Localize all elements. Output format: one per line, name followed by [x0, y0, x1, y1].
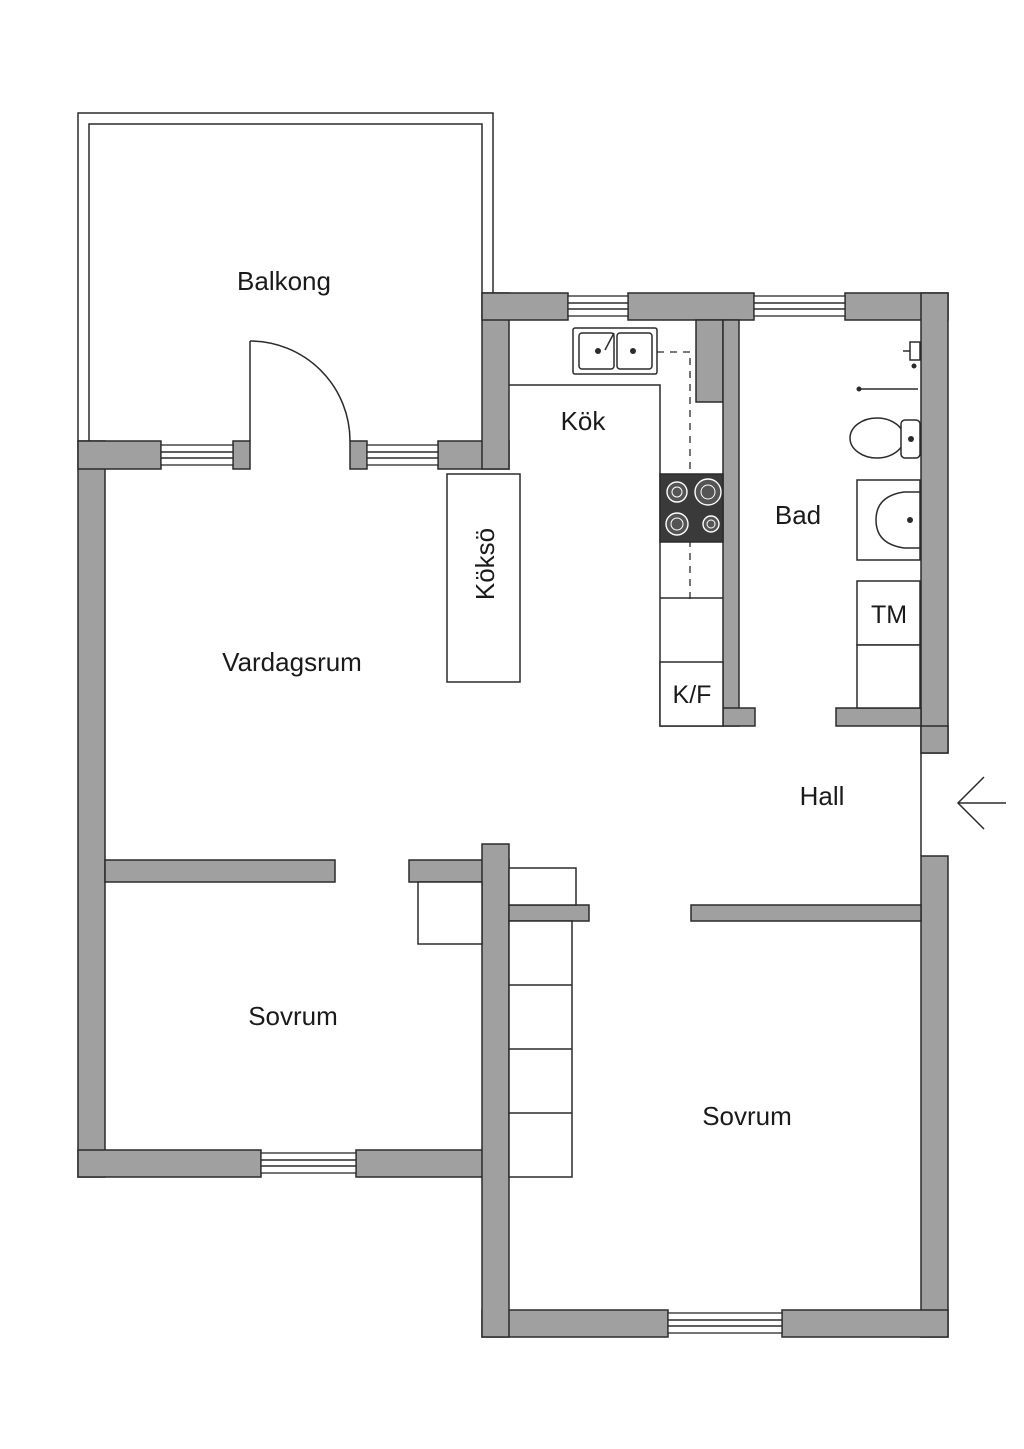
balcony: [77, 112, 494, 441]
wall-kitchen-bath-stub: [722, 707, 756, 727]
closets: [417, 867, 577, 1178]
washbasin: [856, 479, 921, 561]
bedroom-right-label: Sovrum: [702, 1101, 792, 1131]
balcony-door: [249, 340, 351, 442]
wall-north-living-a: [77, 440, 162, 470]
toilet: [849, 417, 921, 459]
window: [160, 444, 234, 466]
closet-hall: [508, 867, 577, 906]
kitchen-label: Kök: [561, 406, 607, 436]
balcony-railing-outer: [77, 112, 494, 441]
windows: [160, 295, 846, 1334]
bath-cabinet: [856, 644, 921, 709]
wall-south-bed1-a: [77, 1149, 262, 1178]
window: [753, 295, 846, 317]
living-room-label: Vardagsrum: [222, 647, 362, 677]
bedroom-left-label: Sovrum: [248, 1001, 338, 1031]
washing-machine: [856, 580, 921, 646]
entrance: [920, 753, 1006, 856]
wall-north-kitchen-b: [627, 292, 755, 321]
wall-north-living-c: [349, 440, 368, 470]
window: [667, 1312, 783, 1334]
wall-north-kitchen-a: [481, 292, 569, 321]
wall-east-lower: [920, 855, 949, 1338]
wall-bath-south: [835, 707, 922, 727]
fridge-freezer: [659, 661, 724, 727]
balcony-railing-inner: [88, 123, 483, 441]
sink: [572, 327, 658, 375]
wall-living-bed1-a: [104, 859, 336, 883]
window: [366, 444, 439, 466]
wall-door-jamb-top: [920, 725, 949, 754]
hall-label: Hall: [800, 781, 845, 811]
fridge-freezer-label: K/F: [673, 681, 712, 709]
wall-south-bed2-a: [481, 1309, 669, 1338]
room-labels: Balkong Kök Bad Vardagsrum Hall Sovrum S…: [222, 266, 844, 1131]
bathroom-fixtures: TM: [849, 341, 921, 709]
wall-kitchen-bath: [722, 319, 740, 727]
kitchen-island-label: Köksö: [470, 528, 500, 600]
wall-kitchen-nook: [695, 319, 724, 403]
door-swing: [249, 340, 351, 442]
wall-bed1-bed2: [481, 843, 510, 1338]
stove: [659, 473, 724, 543]
wall-south-bed2-b: [781, 1309, 949, 1338]
closet-bedroom-left: [417, 881, 483, 945]
washing-machine-label: TM: [871, 601, 907, 629]
wardrobe-bedroom-right: [508, 920, 573, 1178]
wall-north-living-b: [232, 440, 251, 470]
bathroom-label: Bad: [775, 500, 821, 530]
balcony-label: Balkong: [237, 266, 331, 296]
wall-east-upper: [920, 292, 949, 754]
kitchen-island: Köksö: [446, 473, 521, 683]
wall-hall-bed2-a: [508, 904, 590, 922]
wall-west: [77, 440, 106, 1178]
walls: [77, 292, 949, 1338]
shower-head: [903, 341, 921, 369]
wall-hall-bed2-b: [690, 904, 922, 922]
kitchen-fixtures: K/F: [509, 327, 724, 727]
window: [260, 1152, 357, 1174]
window: [567, 295, 629, 317]
